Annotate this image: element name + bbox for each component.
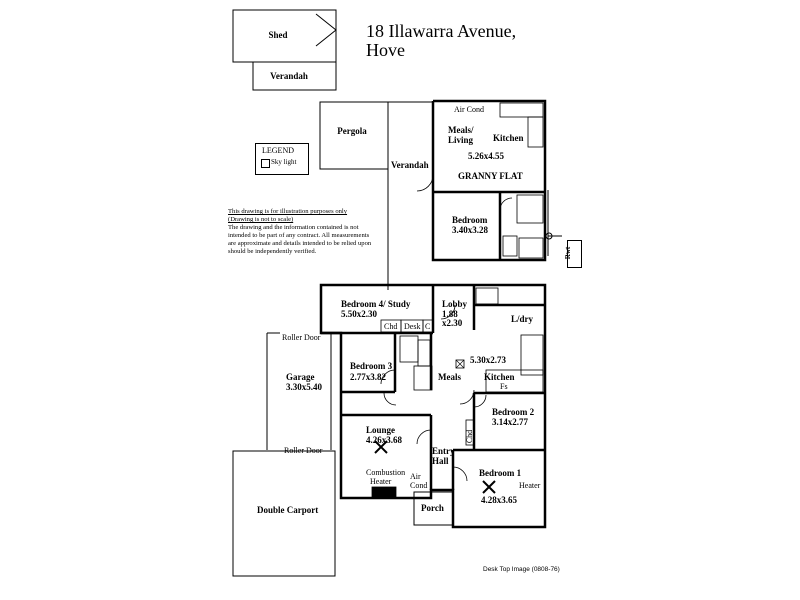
lobby-dimension2: x2.30 <box>442 318 463 328</box>
verandah-top-label: Verandah <box>270 71 308 81</box>
rwt-tank: Rwt <box>564 240 582 268</box>
garage-label: Garage <box>286 372 315 382</box>
bedroom-flat-dimension: 3.40x3.28 <box>452 225 488 235</box>
bedroom3-dimension: 2.77x3.82 <box>350 372 386 382</box>
kitchen-flat-label: Kitchen <box>493 133 524 143</box>
carport-outline <box>232 450 336 577</box>
kitchen-dimension: 5.30x2.73 <box>470 355 506 365</box>
legend-box: LEGEND Sky light <box>255 143 309 175</box>
lobby-label: Lobby <box>442 299 468 309</box>
shed-door <box>315 13 337 47</box>
address-line2: Hove <box>366 40 405 60</box>
air-cond-top-label: Air Cond <box>454 105 484 114</box>
laundry-label: L/dry <box>511 314 534 324</box>
bedroom4-label: Bedroom 4/ Study <box>341 299 411 309</box>
verandah-top-outline <box>252 61 337 91</box>
lounge-label: Lounge <box>366 425 396 435</box>
verandah-side-outline <box>387 101 433 290</box>
garage-outline <box>266 332 332 450</box>
bedroom1-label: Bedroom 1 <box>479 468 522 478</box>
meals-living-label2: Living <box>448 135 474 145</box>
bedroom4-dimension: 5.50x2.30 <box>341 309 377 319</box>
desk-label: Desk <box>404 322 421 331</box>
meals-living-label: Meals/ <box>448 125 474 135</box>
flat-dimension: 5.26x4.55 <box>468 151 504 161</box>
air-cond2b-label: Cond <box>410 481 428 490</box>
garage-dimension: 3.30x5.40 <box>286 382 322 392</box>
granny-flat-label: GRANNY FLAT <box>458 171 523 181</box>
verandah-side-label: Verandah <box>391 160 429 170</box>
footer-caption: Desk Top Image (0808-76) <box>483 566 560 573</box>
bedroom2-dimension: 3.14x2.77 <box>492 417 528 427</box>
property-line <box>547 190 562 256</box>
address-title: 18 Illawarra Avenue, Hove <box>366 22 516 60</box>
heater2-label: Heater <box>519 481 541 490</box>
cupboard2-label: Chd <box>465 429 475 444</box>
shed-label: Shed <box>268 30 288 40</box>
bedroom-flat-label: Bedroom <box>452 215 488 225</box>
bedroom3-label: Bedroom 3 <box>350 361 393 371</box>
roller-door1-label: Roller Door <box>282 333 321 342</box>
skylight-icon <box>261 159 270 168</box>
kitchen-label: Kitchen <box>484 372 515 382</box>
c-label: C <box>425 322 431 331</box>
disclaimer-line1: This drawing is for illustration purpose… <box>228 208 348 215</box>
address-line1: 18 Illawarra Avenue, <box>366 21 517 41</box>
air-cond2-label: Air <box>410 472 421 481</box>
meals-label: Meals <box>438 372 461 382</box>
pergola-label: Pergola <box>337 126 367 136</box>
combustion-label: Combustion <box>366 468 406 477</box>
disclaimer-body: The drawing and the information containe… <box>228 224 372 255</box>
bedroom1-dimension: 4.28x3.65 <box>481 495 517 505</box>
hall-label: Hall <box>432 456 449 466</box>
legend-title: LEGEND <box>262 146 294 155</box>
lobby-dimension1: 1.88 <box>442 309 458 319</box>
roller-door2-label: Roller Door <box>284 446 323 455</box>
bedroom2-label: Bedroom 2 <box>492 407 535 417</box>
legend-item: Sky light <box>271 158 297 166</box>
disclaimer: This drawing is for illustration purpose… <box>228 208 378 256</box>
lounge-dimension: 4.26x3.68 <box>366 435 402 445</box>
heater1-label: Heater <box>370 477 392 486</box>
granny-flat-walls <box>431 99 547 262</box>
entry-label: Entry <box>432 446 455 456</box>
cupboard1-label: Chd <box>384 322 398 331</box>
disclaimer-line2: (Drawing is not to scale) <box>228 216 294 223</box>
porch-label: Porch <box>421 503 444 513</box>
rwt-label: Rwt <box>564 246 573 260</box>
double-carport-label: Double Carport <box>257 505 319 515</box>
fs-label: Fs <box>500 382 508 391</box>
